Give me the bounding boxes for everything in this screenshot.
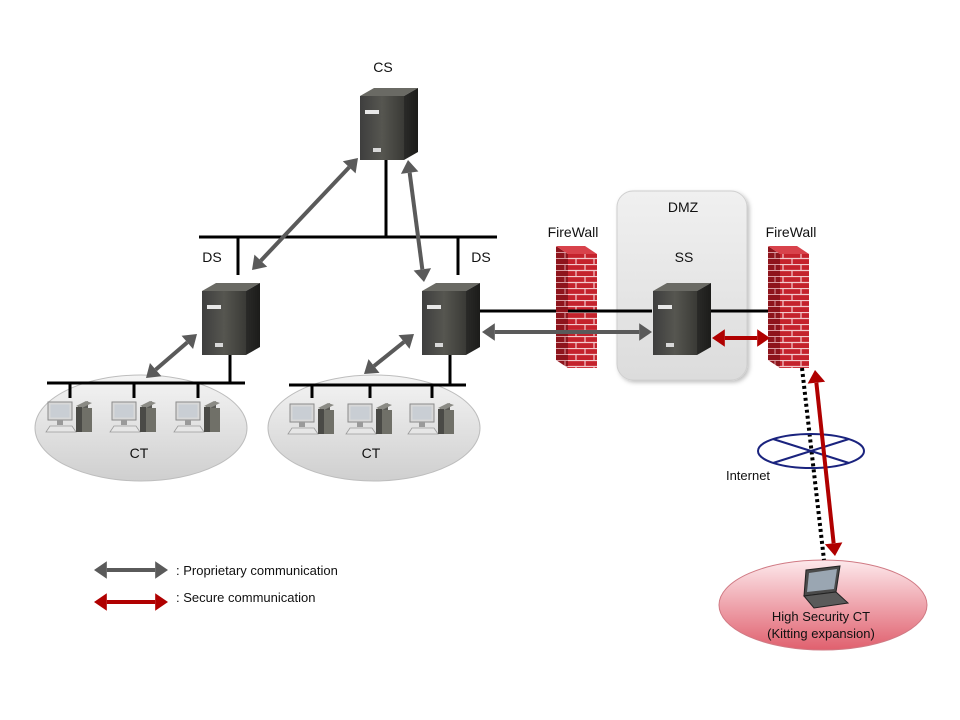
ds-left-label: DS bbox=[202, 249, 221, 265]
firewall-left-icon bbox=[556, 246, 597, 368]
secure-arrow-firewall-laptop bbox=[807, 370, 843, 556]
laptop-icon bbox=[803, 565, 850, 609]
firewall-right-icon bbox=[768, 246, 809, 368]
ct-left-label: CT bbox=[130, 445, 149, 461]
firewall-right-label: FireWall bbox=[766, 224, 817, 240]
ct-right-cloud bbox=[267, 374, 481, 482]
proprietary-arrow-ds-right-ct bbox=[364, 334, 414, 374]
internet-link bbox=[800, 367, 826, 561]
proprietary-arrow-cs-ds-left bbox=[252, 158, 358, 270]
ct-right-pc-icon bbox=[287, 402, 335, 435]
ss-server-icon bbox=[653, 283, 711, 355]
legend-proprietary-arrow bbox=[94, 561, 168, 579]
ct-right-pc-icon bbox=[407, 402, 455, 435]
ds-right-label: DS bbox=[471, 249, 490, 265]
ct-left-pc-icon bbox=[173, 400, 221, 433]
internet-globe-icon bbox=[757, 433, 865, 469]
proprietary-arrows bbox=[146, 158, 652, 378]
cs-label: CS bbox=[373, 59, 392, 75]
proprietary-arrow-ds-ss bbox=[482, 323, 652, 341]
legend-secure-arrow bbox=[94, 593, 168, 611]
proprietary-arrow-cs-ds-right bbox=[400, 160, 432, 282]
secure-arrows bbox=[712, 329, 843, 556]
cs-server-icon bbox=[360, 88, 418, 160]
proprietary-arrow-ds-left-ct bbox=[146, 334, 197, 378]
ss-label: SS bbox=[675, 249, 694, 265]
legend-proprietary-label: : Proprietary communication bbox=[176, 563, 338, 578]
ct-right-label: CT bbox=[362, 445, 381, 461]
secure-arrow-ss-firewall bbox=[712, 329, 770, 347]
legend-secure-arrow-shape bbox=[94, 593, 168, 611]
dmz-label: DMZ bbox=[668, 199, 699, 215]
legend-proprietary-arrow-shape bbox=[94, 561, 168, 579]
high-security-ct-label: High Security CT bbox=[772, 609, 870, 624]
network-lines bbox=[47, 160, 779, 398]
ct-right-pc-icon bbox=[345, 402, 393, 435]
firewall-left-label: FireWall bbox=[548, 224, 599, 240]
ds-left-server-icon bbox=[202, 283, 260, 355]
internet-label: Internet bbox=[726, 468, 770, 483]
ct-left-pc-icon bbox=[45, 400, 93, 433]
ds-right-server-icon bbox=[422, 283, 480, 355]
high-security-ct-sublabel: (Kitting expansion) bbox=[767, 626, 875, 641]
legend-secure-label: : Secure communication bbox=[176, 590, 315, 605]
legend: : Proprietary communication : Secure com… bbox=[94, 561, 338, 611]
ct-left-pc-icon bbox=[109, 400, 157, 433]
